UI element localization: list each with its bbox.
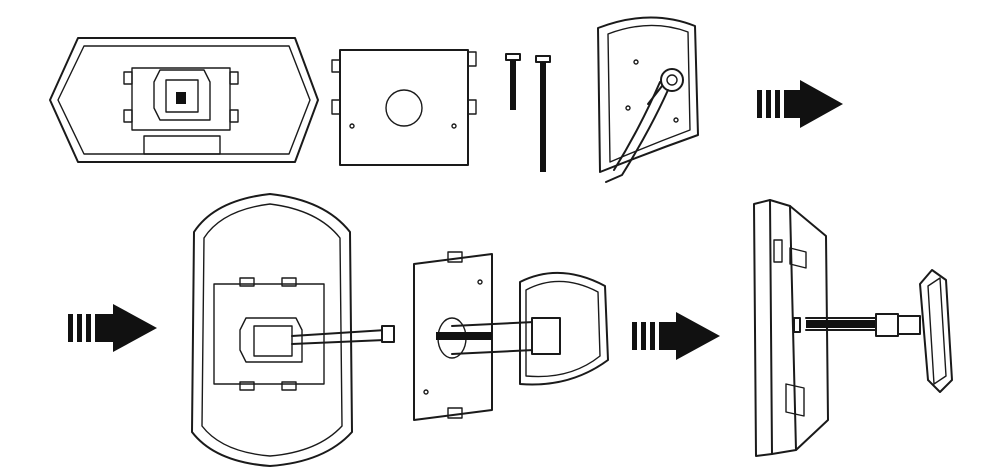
screw-rod bbox=[291, 325, 395, 345]
inner-monitor-back bbox=[49, 37, 319, 163]
mounting-plate bbox=[331, 49, 477, 166]
outer-camera-unit bbox=[597, 16, 699, 183]
screws bbox=[505, 53, 551, 172]
camera-barrel bbox=[436, 317, 561, 355]
right-arrow-icon bbox=[632, 312, 720, 360]
inner-monitor-back bbox=[191, 193, 353, 467]
right-arrow-icon bbox=[68, 304, 157, 352]
installed-assembly-side-view bbox=[753, 199, 953, 457]
outer-camera-unit bbox=[519, 272, 609, 386]
right-arrow-icon bbox=[757, 80, 843, 128]
